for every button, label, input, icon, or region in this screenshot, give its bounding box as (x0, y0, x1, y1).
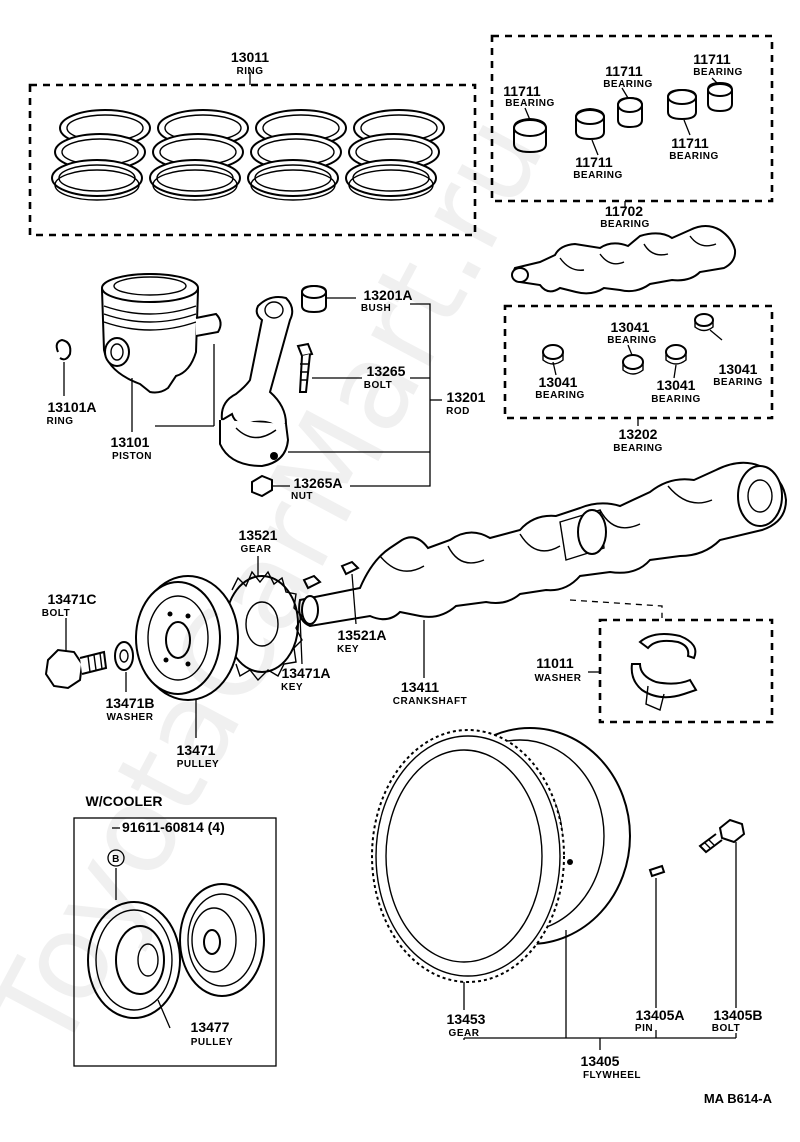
ring-gear[interactable] (371, 729, 565, 983)
part-number-13041: 13041 (657, 377, 696, 393)
part-name-flywheel: FLYWHEEL (583, 1070, 641, 1081)
part-number-13411: 13411 (401, 679, 439, 695)
piston-pin-clip[interactable] (55, 338, 72, 361)
crankshaft-upper-view[interactable] (511, 225, 737, 295)
connecting-rod[interactable] (219, 296, 294, 468)
pulley-bolt[interactable] (44, 648, 108, 690)
piston-ring-set[interactable] (28, 83, 477, 237)
part-name-crankshaft: CRANKSHAFT (393, 696, 467, 707)
crankshaft[interactable] (298, 461, 788, 628)
part-number-11702: 11702 (605, 203, 643, 219)
part-name-bearing: BEARING (600, 219, 650, 230)
pulley-washer[interactable] (114, 641, 134, 671)
bolt-marker-b: B (107, 849, 125, 867)
part-name-nut: NUT (291, 491, 313, 502)
figure-reference: MA B614-A (704, 1091, 773, 1106)
part-number-13405B: 13405B (713, 1007, 762, 1023)
part-name-bearing: BEARING (669, 151, 719, 162)
part-name-ring: RING (47, 416, 74, 427)
crank-pulley[interactable] (135, 575, 239, 701)
thrust-washer-set[interactable] (598, 618, 774, 724)
part-name-gear: GEAR (449, 1028, 480, 1039)
main-bearing-set[interactable] (490, 34, 774, 203)
part-name-washer: WASHER (107, 712, 154, 723)
part-name-ring: RING (237, 66, 264, 77)
part-number-11711: 11711 (693, 51, 731, 67)
cooler-heading: W/COOLER (86, 793, 163, 809)
part-number-13521: 13521 (239, 527, 278, 543)
part-number-11711: 11711 (605, 63, 643, 79)
rod-nut[interactable] (251, 474, 273, 498)
svg-text:B: B (112, 854, 120, 865)
part-number-13477: 13477 (191, 1019, 230, 1035)
rod-bearing-set[interactable] (503, 304, 774, 420)
part-name-pulley: PULLEY (191, 1037, 233, 1048)
part-number-13202: 13202 (619, 426, 658, 442)
part-name-key: KEY (281, 682, 303, 693)
part-name-washer: WASHER (535, 673, 582, 684)
part-number-13201: 13201 (447, 389, 486, 405)
part-number-11711: 11711 (503, 83, 541, 99)
part-number-13521A: 13521A (337, 627, 386, 643)
flywheel-pin[interactable] (648, 864, 666, 878)
flywheel-bolt[interactable] (698, 818, 746, 854)
part-name-key: KEY (337, 644, 359, 655)
cooler-option-box (73, 817, 277, 1067)
part-name-bearing: BEARING (603, 79, 653, 90)
part-number-13453: 13453 (447, 1011, 486, 1027)
part-name-bearing: BEARING (651, 394, 701, 405)
crank-key[interactable] (302, 560, 360, 590)
part-number-13041: 13041 (611, 319, 650, 335)
part-number-13041: 13041 (719, 361, 758, 377)
part-name-bearing: BEARING (573, 170, 623, 181)
part-name-bolt: BOLT (712, 1023, 740, 1034)
rod-bush[interactable] (301, 284, 327, 314)
part-number-13405: 13405 (581, 1053, 620, 1069)
part-name-pin: PIN (635, 1023, 653, 1034)
part-name-bearing: BEARING (505, 98, 555, 109)
part-number-11711: 11711 (575, 154, 613, 170)
part-name-bearing: BEARING (713, 377, 763, 388)
bearing-shell (513, 81, 733, 154)
part-number-11011: 11011 (536, 655, 574, 671)
part-number-13405A: 13405A (635, 1007, 684, 1023)
part-number-13011: 13011 (231, 49, 269, 65)
part-name-bolt: BOLT (364, 380, 392, 391)
part-number-13041: 13041 (539, 374, 578, 390)
part-number-13471A: 13471A (281, 665, 330, 681)
part-name-bearing: BEARING (607, 335, 657, 346)
part-number-13201A: 13201A (363, 287, 412, 303)
part-number-13265A: 13265A (293, 475, 342, 491)
cooler-pulley[interactable] (87, 883, 265, 1019)
part-number-11711: 11711 (671, 135, 709, 151)
part-number-13471C: 13471C (47, 591, 96, 607)
part-name-pulley: PULLEY (177, 759, 219, 770)
part-number-13471B: 13471B (105, 695, 154, 711)
part-name-bush: BUSH (361, 303, 391, 314)
part-number-13101A: 13101A (47, 399, 96, 415)
part-number-13101: 13101 (111, 434, 150, 450)
part-name-bolt: BOLT (42, 608, 70, 619)
part-name-piston: PISTON (112, 451, 152, 462)
part-name-bearing: BEARING (693, 67, 743, 78)
part-name-rod: ROD (446, 406, 470, 417)
part-name-bearing: BEARING (613, 443, 663, 454)
part-number-13265: 13265 (367, 363, 406, 379)
part-name-gear: GEAR (241, 544, 272, 555)
piston[interactable] (100, 272, 222, 394)
cooler-bolt-number: 91611-60814 (4) (122, 819, 225, 835)
part-number-13471: 13471 (177, 742, 216, 758)
part-name-bearing: BEARING (535, 390, 585, 401)
rod-bolt[interactable] (296, 342, 314, 393)
